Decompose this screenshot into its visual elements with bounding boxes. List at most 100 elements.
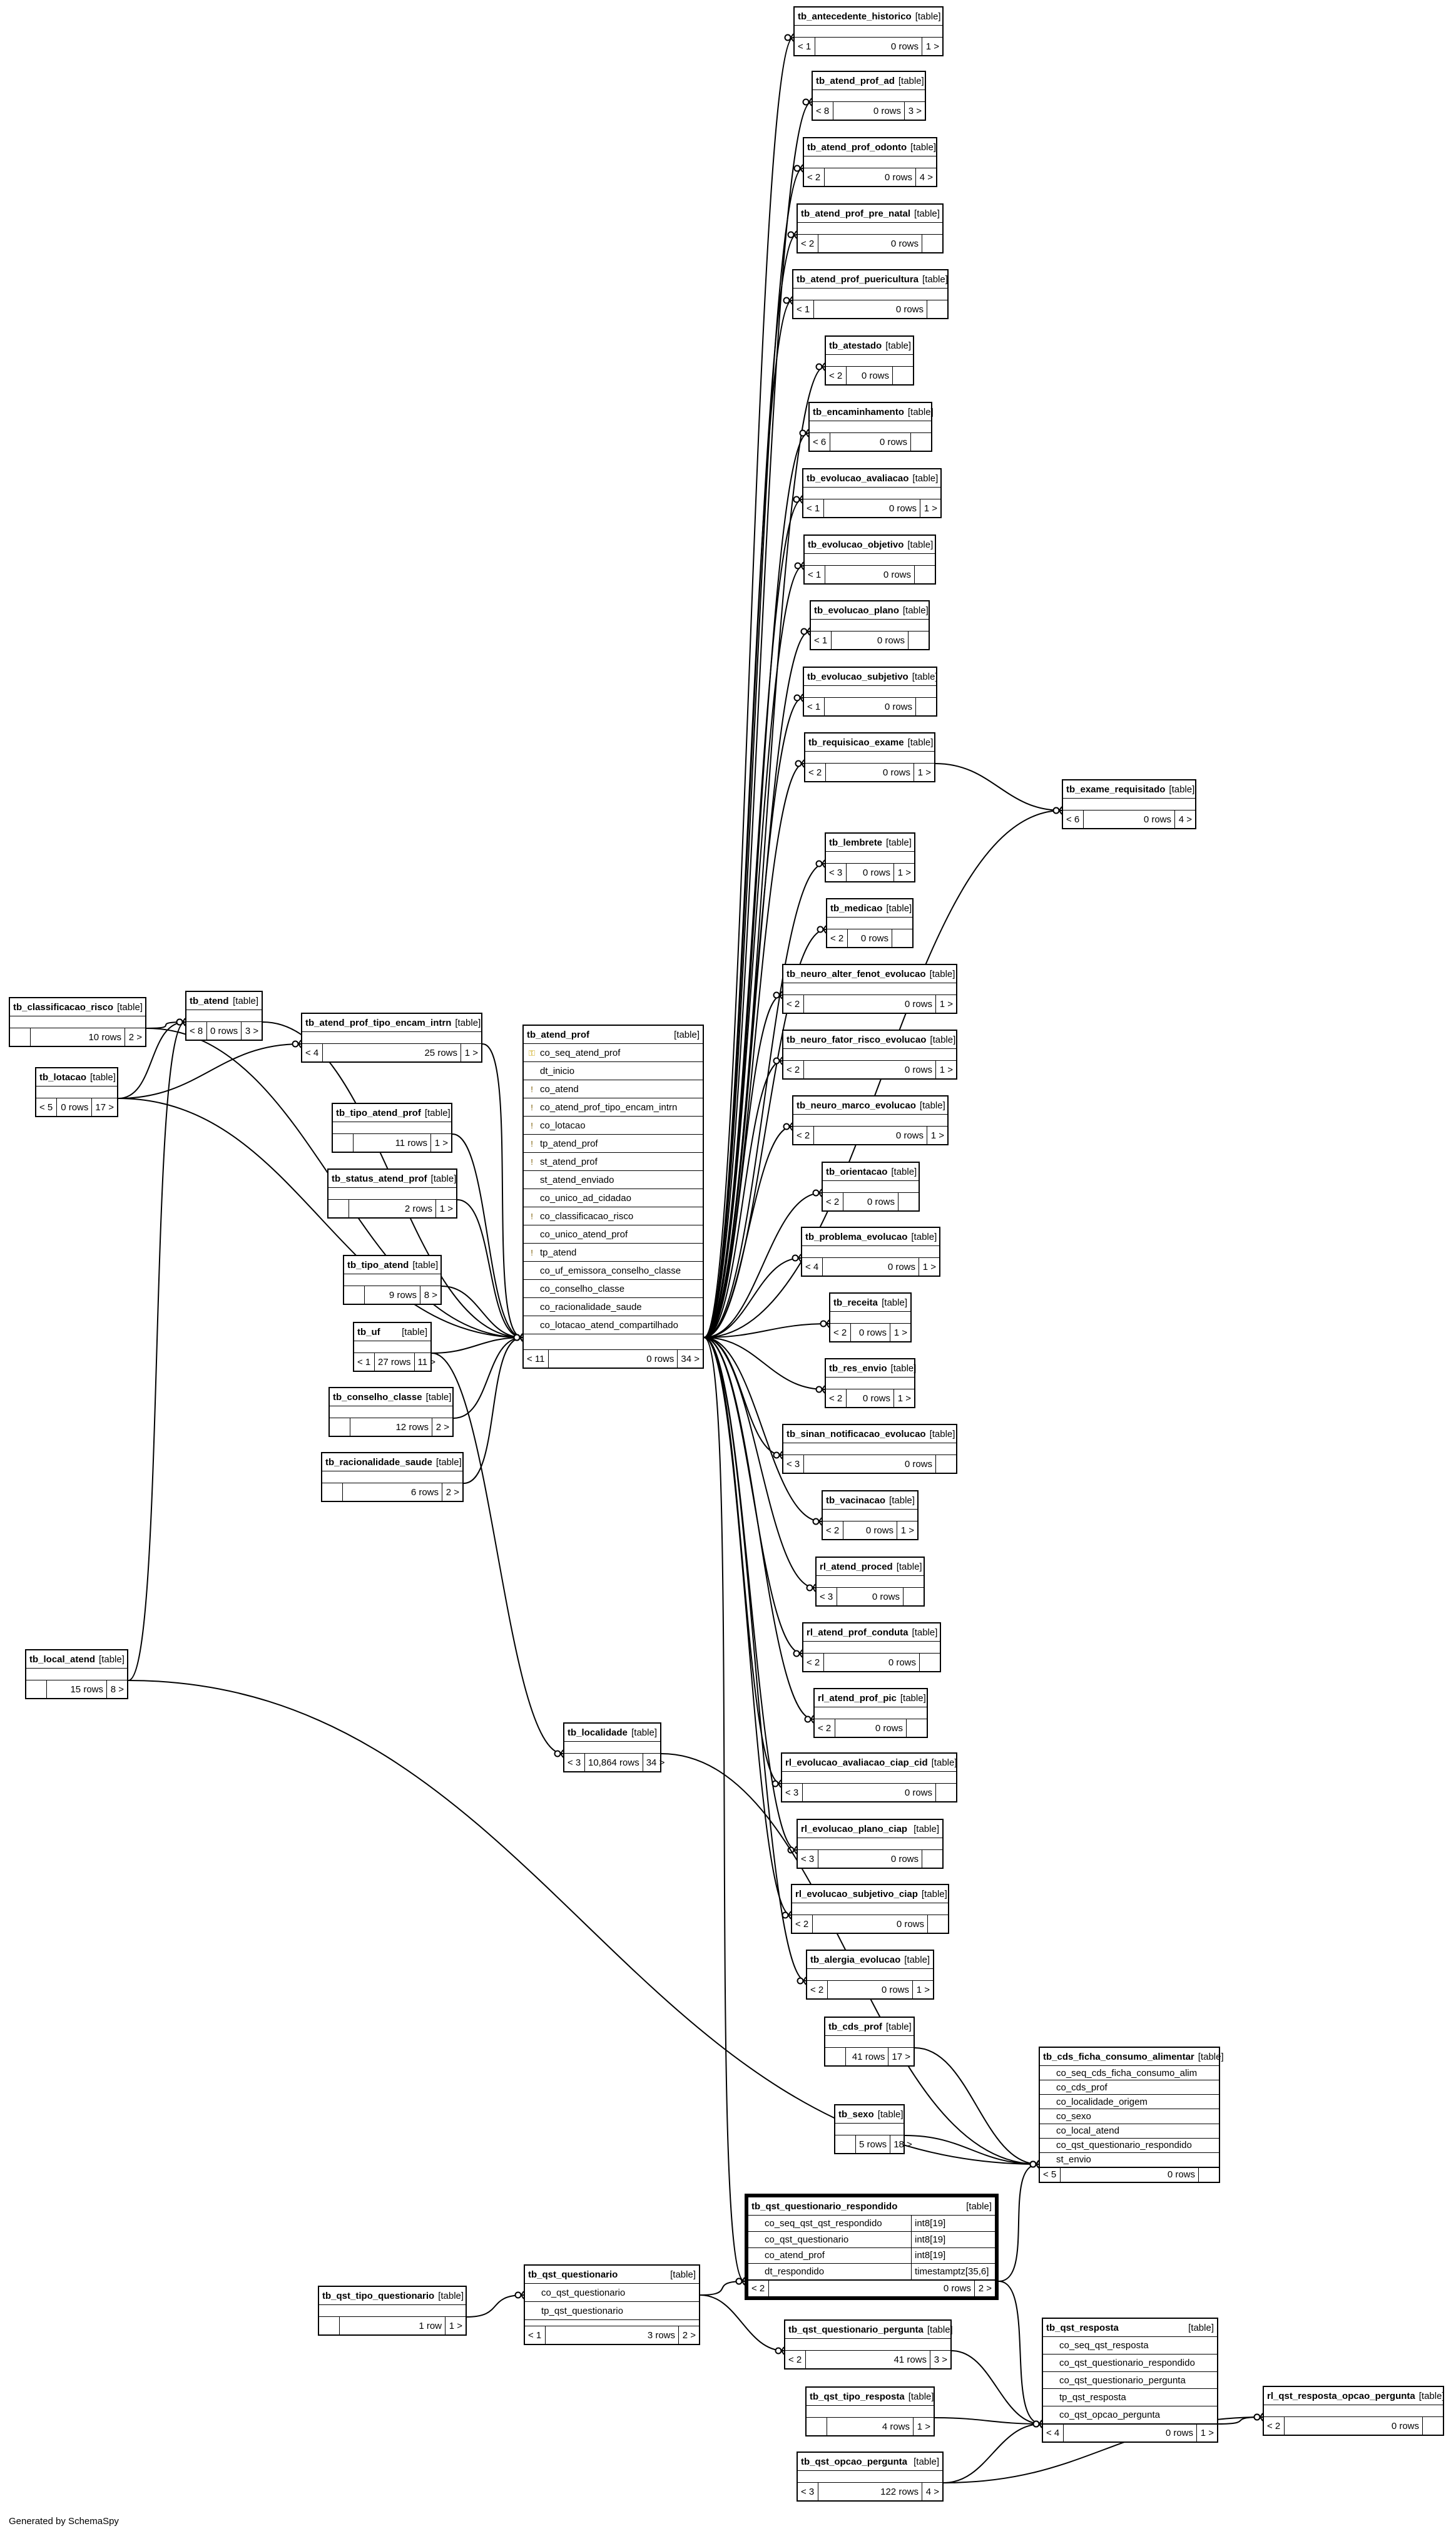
table-header[interactable]: tb_evolucao_subjetivo[table]	[804, 668, 938, 686]
child-count[interactable]	[1422, 2417, 1443, 2435]
table-header[interactable]: tb_problema_evolucao[table]	[802, 1228, 939, 1246]
table-header[interactable]: tb_receita[table]	[830, 1294, 910, 1312]
column-row[interactable]: co_qst_questionario_respondido	[1040, 2139, 1219, 2153]
parent-count[interactable]: < 2	[829, 370, 843, 381]
column-row[interactable]: co_lotacao_atend_compartilhado	[524, 1316, 703, 1334]
child-count[interactable]: 4 >	[922, 2483, 942, 2500]
parent-count[interactable]: < 2	[810, 1984, 824, 1995]
parent-count[interactable]: < 3	[801, 2486, 815, 2497]
column-row[interactable]: co_qst_questionario	[525, 2284, 699, 2302]
table-header[interactable]: tb_qst_resposta[table]	[1043, 2319, 1217, 2337]
table-header[interactable]: tb_antecedente_historico[table]	[795, 8, 942, 26]
parent-count[interactable]: < 1	[807, 503, 820, 514]
column-row[interactable]: co_qst_opcao_pergunta	[1043, 2406, 1217, 2425]
column-row[interactable]: st_atend_enviado	[524, 1171, 703, 1189]
column-row[interactable]: ⚿co_seq_atend_prof	[524, 1044, 703, 1062]
parent-count[interactable]: < 4	[305, 1047, 319, 1058]
table-header[interactable]: tb_cds_prof[table]	[825, 2018, 914, 2036]
parent-count[interactable]	[835, 2135, 855, 2153]
parent-count[interactable]: < 5	[1043, 2169, 1057, 2181]
table-header[interactable]: tb_qst_tipo_questionario[table]	[319, 2287, 466, 2305]
parent-count[interactable]: < 4	[1046, 2428, 1060, 2439]
table-header[interactable]: rl_qst_resposta_opcao_pergunta[table]	[1264, 2387, 1445, 2405]
parent-count[interactable]: < 8	[190, 1025, 203, 1036]
parent-count[interactable]: < 2	[788, 2354, 802, 2365]
child-count[interactable]: 3 >	[241, 1022, 262, 1040]
parent-count[interactable]: < 3	[785, 1787, 799, 1798]
parent-count[interactable]	[322, 1483, 342, 1501]
child-count[interactable]: 3 >	[904, 102, 925, 120]
table-header[interactable]: tb_atestado[table]	[826, 337, 913, 355]
table-encam-intrn[interactable]: tb_atend_prof_tipo_encam_intrn[table]< 4…	[301, 1013, 482, 1063]
table-header[interactable]: rl_evolucao_avaliacao_ciap_cid[table]	[782, 1754, 957, 1772]
table-resposta[interactable]: tb_qst_resposta[table]co_seq_qst_respost…	[1042, 2318, 1218, 2443]
parent-count[interactable]	[328, 1200, 349, 1217]
child-count[interactable]: 17 >	[91, 1098, 117, 1116]
table-header[interactable]: tb_neuro_alter_fenot_evolucao[table]	[783, 965, 956, 983]
column-row[interactable]: !st_atend_prof	[524, 1153, 703, 1171]
table-header[interactable]: tb_neuro_marco_evolucao[table]	[793, 1097, 947, 1115]
table-header[interactable]: tb_neuro_fator_risco_evolucao[table]	[783, 1031, 956, 1049]
parent-count[interactable]: < 1	[528, 2329, 542, 2341]
child-count[interactable]: 1 >	[890, 1324, 910, 1341]
child-count[interactable]	[935, 1784, 956, 1801]
column-row[interactable]: co_localidade_origem	[1040, 2095, 1219, 2110]
table-header[interactable]: tb_alergia_evolucao[table]	[807, 1951, 933, 1969]
child-count[interactable]: 1 >	[927, 1127, 947, 1144]
parent-count[interactable]: < 1	[798, 41, 812, 52]
child-count[interactable]	[892, 367, 913, 384]
table-header[interactable]: tb_qst_questionario[table]	[525, 2266, 699, 2284]
child-count[interactable]	[914, 566, 935, 583]
parent-count[interactable]: < 3	[787, 1458, 800, 1470]
column-row[interactable]: co_qst_questionario_respondido	[1043, 2354, 1217, 2372]
table-header[interactable]: tb_sexo[table]	[835, 2105, 904, 2124]
parent-count[interactable]: < 3	[801, 1853, 815, 1864]
column-row[interactable]: co_seq_qst_resposta	[1043, 2337, 1217, 2354]
column-row[interactable]: !tp_atend_prof	[524, 1135, 703, 1153]
child-count[interactable]: 1 >	[920, 499, 940, 517]
child-count[interactable]: 2 >	[678, 2326, 699, 2344]
table-header[interactable]: tb_atend_prof[table]	[524, 1026, 703, 1044]
child-count[interactable]: 1 >	[897, 1521, 917, 1539]
table-header[interactable]: tb_lembrete[table]	[826, 834, 914, 852]
column-row[interactable]: !co_atend_prof_tipo_encam_intrn	[524, 1098, 703, 1117]
child-count[interactable]	[1198, 2167, 1219, 2182]
child-count[interactable]: 1 >	[913, 2418, 934, 2435]
table-header[interactable]: tb_encaminhamento[table]	[810, 403, 934, 421]
column-row[interactable]: co_unico_atend_prof	[524, 1225, 703, 1244]
table-rl-resp-opcao[interactable]: rl_qst_resposta_opcao_pergunta[table]< 2…	[1263, 2386, 1445, 2436]
table-header[interactable]: rl_atend_proced[table]	[817, 1558, 924, 1576]
table-header[interactable]: tb_atend_prof_puericultura[table]	[793, 270, 948, 289]
table-header[interactable]: tb_evolucao_objetivo[table]	[805, 536, 935, 554]
parent-count[interactable]: < 1	[814, 635, 828, 646]
table-header[interactable]: tb_classificacao_risco[table]	[10, 998, 145, 1016]
child-count[interactable]: 1 >	[1196, 2425, 1217, 2441]
parent-count[interactable]: < 2	[787, 1064, 800, 1075]
table-header[interactable]: tb_qst_opcao_pergunta[table]	[798, 2453, 942, 2471]
column-row[interactable]: co_uf_emissora_conselho_classe	[524, 1262, 703, 1280]
parent-count[interactable]	[26, 1680, 46, 1698]
child-count[interactable]	[927, 1915, 948, 1933]
child-count[interactable]: 34 >	[642, 1754, 668, 1771]
child-count[interactable]	[908, 631, 929, 649]
child-count[interactable]: 1 >	[893, 1389, 914, 1407]
parent-count[interactable]: < 11	[527, 1353, 545, 1364]
child-count[interactable]: 1 >	[445, 2317, 466, 2334]
child-count[interactable]: 34 >	[677, 1350, 703, 1368]
